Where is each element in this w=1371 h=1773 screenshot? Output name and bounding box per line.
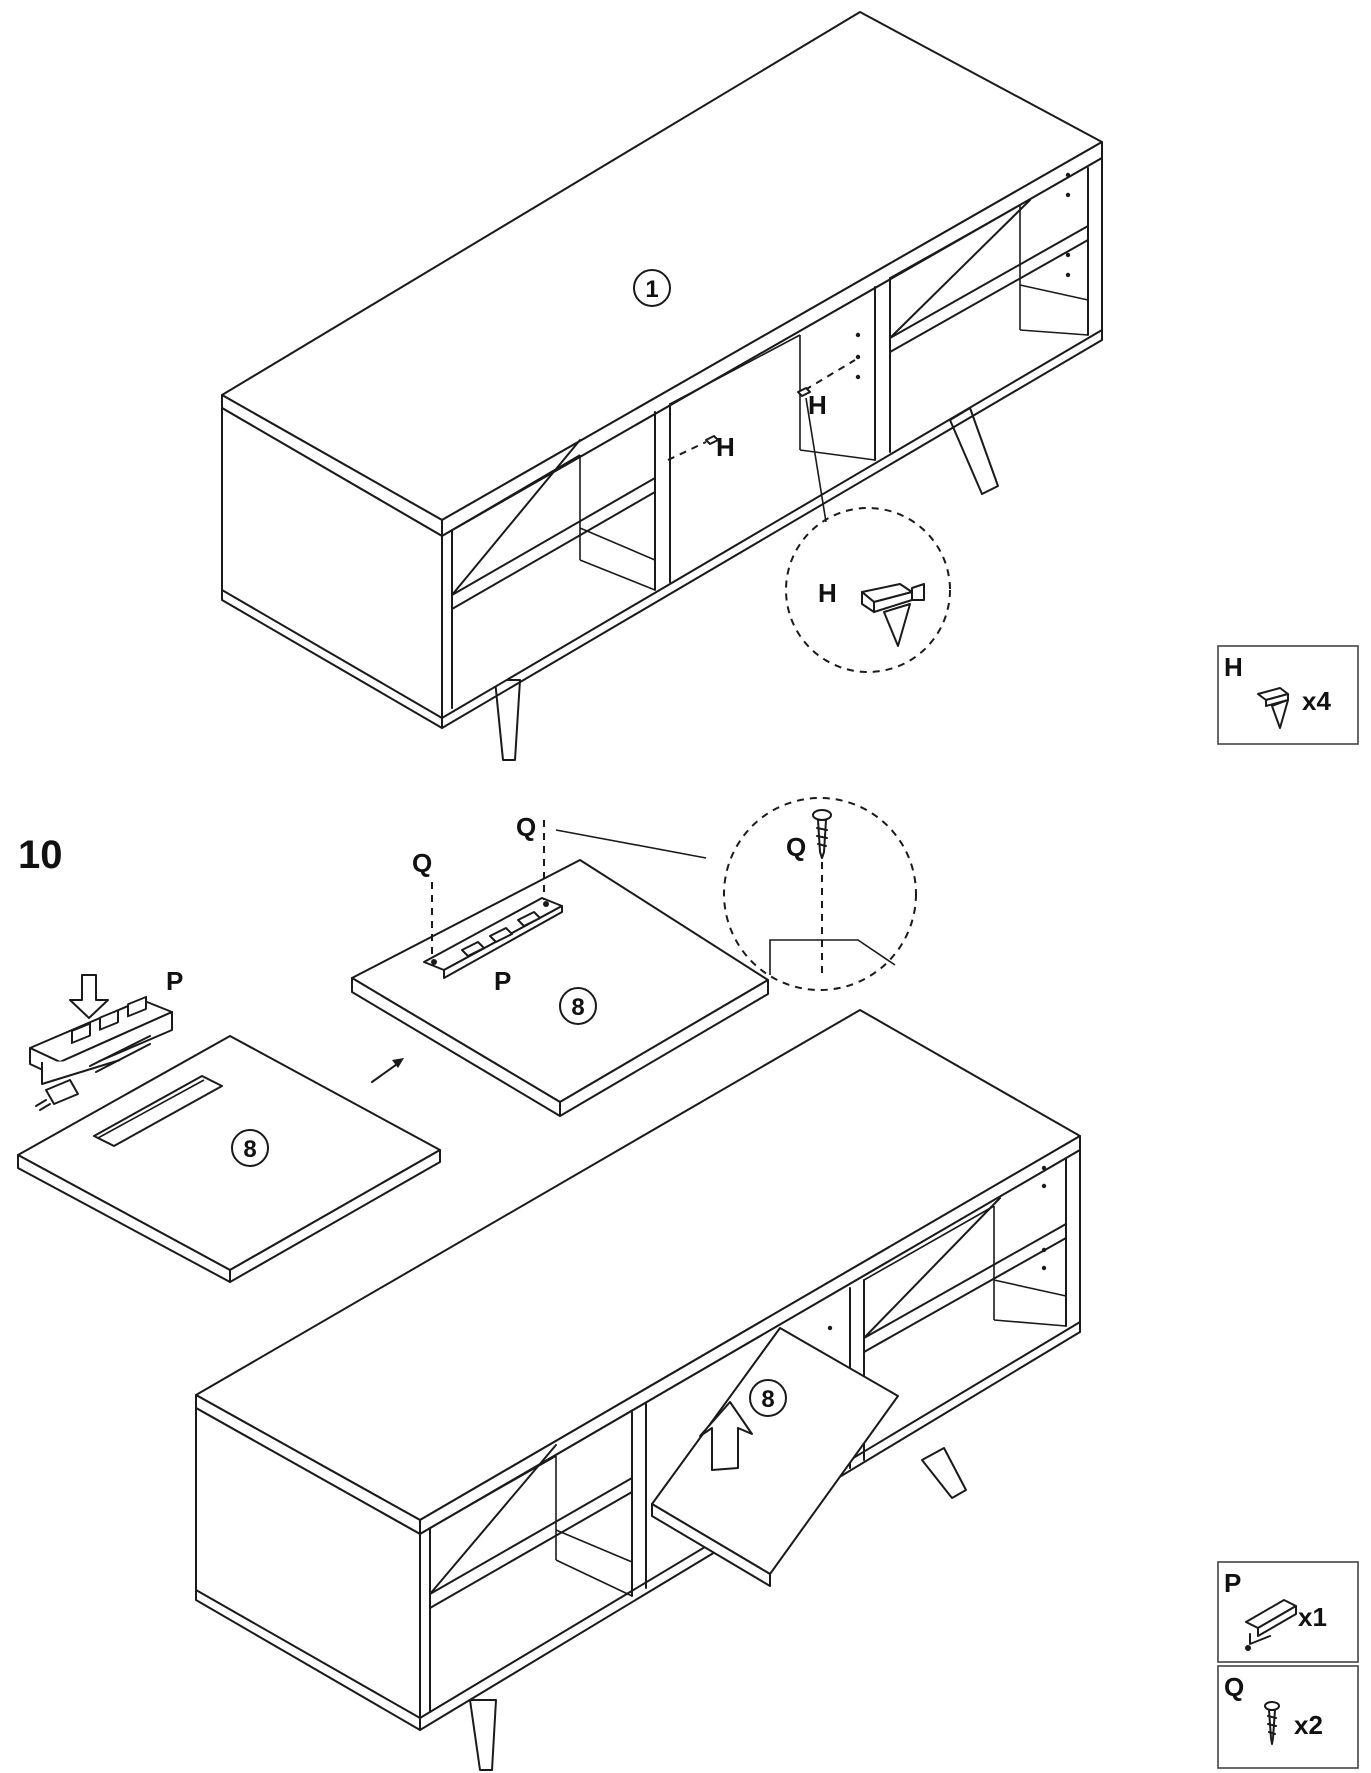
callout-q-qty: x2 [1294, 1710, 1323, 1740]
part-number-8c: 8 [761, 1386, 774, 1413]
insert-direction-arrow-icon [699, 1401, 753, 1471]
power-socket-icon-small [1245, 1599, 1297, 1651]
detail-label-q: Q [786, 832, 806, 862]
callout-p-qty: x1 [1298, 1602, 1327, 1632]
shelf-pin-icon [861, 583, 925, 647]
top-cabinet-leg-left [494, 679, 521, 761]
callout-p: P x1 [1217, 1561, 1359, 1663]
screw-icon-small [1264, 1701, 1280, 1745]
power-socket-left: P [29, 966, 183, 1111]
label-h-1: H [716, 432, 735, 462]
part-number-circle-8b [559, 987, 597, 1025]
detail-circle-q [723, 797, 917, 991]
part-number-8b: 8 [571, 994, 584, 1021]
shelf-pin-icon-small [1257, 687, 1289, 729]
bottom-cabinet: 8 [195, 1009, 1081, 1771]
step-number: 10 [18, 833, 63, 877]
bottom-cabinet-leg-right [921, 1447, 967, 1499]
move-arrow-icon [371, 1061, 401, 1083]
bottom-cabinet-leg-left [469, 1699, 497, 1771]
bottom-cabinet-shelf-right [863, 1223, 1067, 1353]
label-p-1: P [166, 966, 183, 996]
top-cabinet-shelf-left [451, 477, 656, 610]
label-q-2: Q [516, 812, 536, 842]
part-number-circle-1 [633, 269, 671, 307]
screw-icon [812, 809, 832, 859]
callout-q-letter: Q [1224, 1672, 1244, 1702]
detail-label-h: H [818, 578, 837, 608]
top-cabinet-shelf-right [889, 225, 1089, 353]
callout-p-letter: P [1224, 1568, 1241, 1598]
callout-q: Q x2 [1217, 1665, 1359, 1769]
callout-h-letter: H [1224, 652, 1243, 682]
top-cabinet: H H 1 H [221, 11, 1103, 761]
panel-8-right: Q Q P 8 Q [351, 797, 917, 1117]
label-q-1: Q [412, 848, 432, 878]
panel-8-left: 8 [17, 1035, 441, 1283]
label-p-2: P [494, 966, 511, 996]
callout-h: H x4 [1217, 645, 1359, 745]
part-number-circle-8a [231, 1129, 269, 1167]
bottom-cabinet-shelf-left [429, 1477, 633, 1609]
part-number-1: 1 [645, 276, 658, 303]
part-number-circle-8c [749, 1379, 787, 1417]
detail-circle-h [785, 507, 951, 673]
callout-h-qty: x4 [1302, 686, 1331, 716]
insert-arrow-icon [69, 974, 109, 1019]
part-number-8a: 8 [243, 1136, 256, 1163]
label-h-2: H [808, 390, 827, 420]
top-cabinet-leg-right [949, 407, 999, 495]
